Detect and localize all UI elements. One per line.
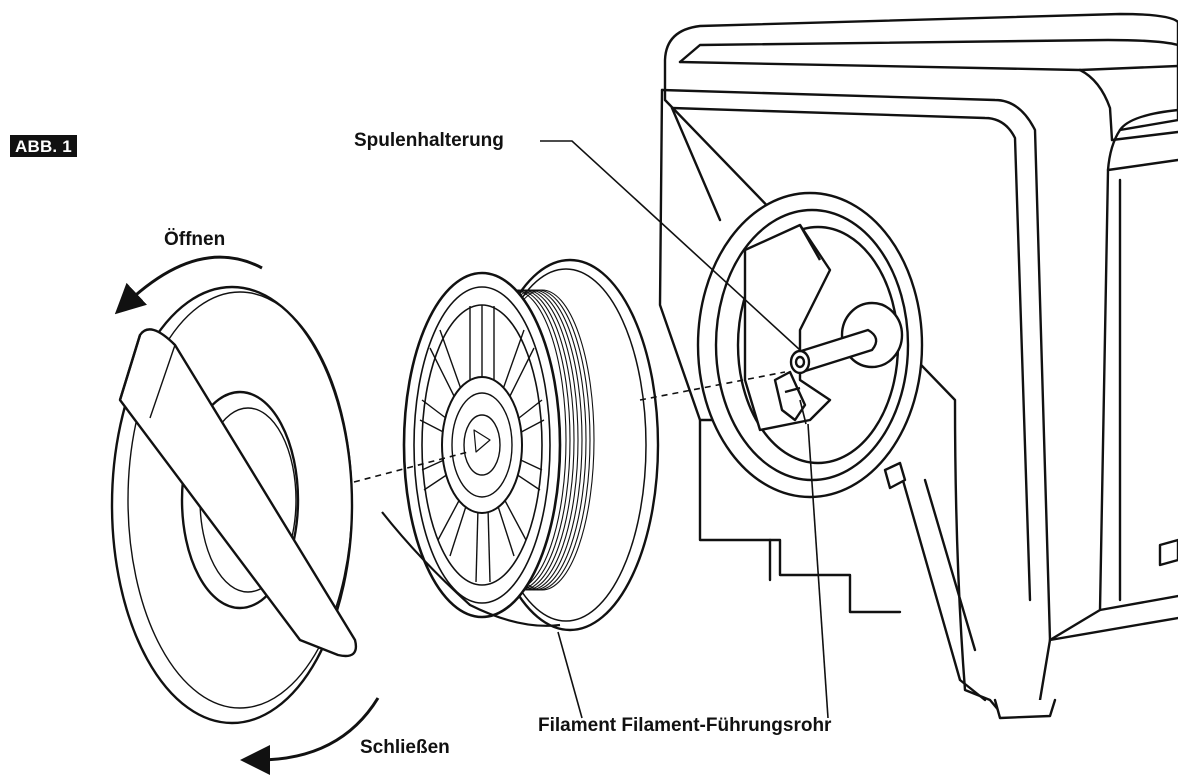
figure-badge: ABB. 1 <box>10 135 77 157</box>
leader-lines <box>540 140 829 719</box>
filament-spool <box>381 258 660 632</box>
printer-spool-mount <box>696 191 924 499</box>
spool-cover <box>110 285 358 725</box>
alignment-axis <box>353 371 786 483</box>
label-open: Öffnen <box>164 229 226 250</box>
open-arrow-icon <box>114 255 263 315</box>
close-arrow-icon <box>240 697 380 775</box>
label-spool-holder: Spulenhalterung <box>354 130 504 151</box>
label-close: Schließen <box>360 737 450 758</box>
label-filament-guide-tube: Filament Filament-Führungsrohr <box>538 715 832 736</box>
rotation-arrows <box>114 255 380 775</box>
